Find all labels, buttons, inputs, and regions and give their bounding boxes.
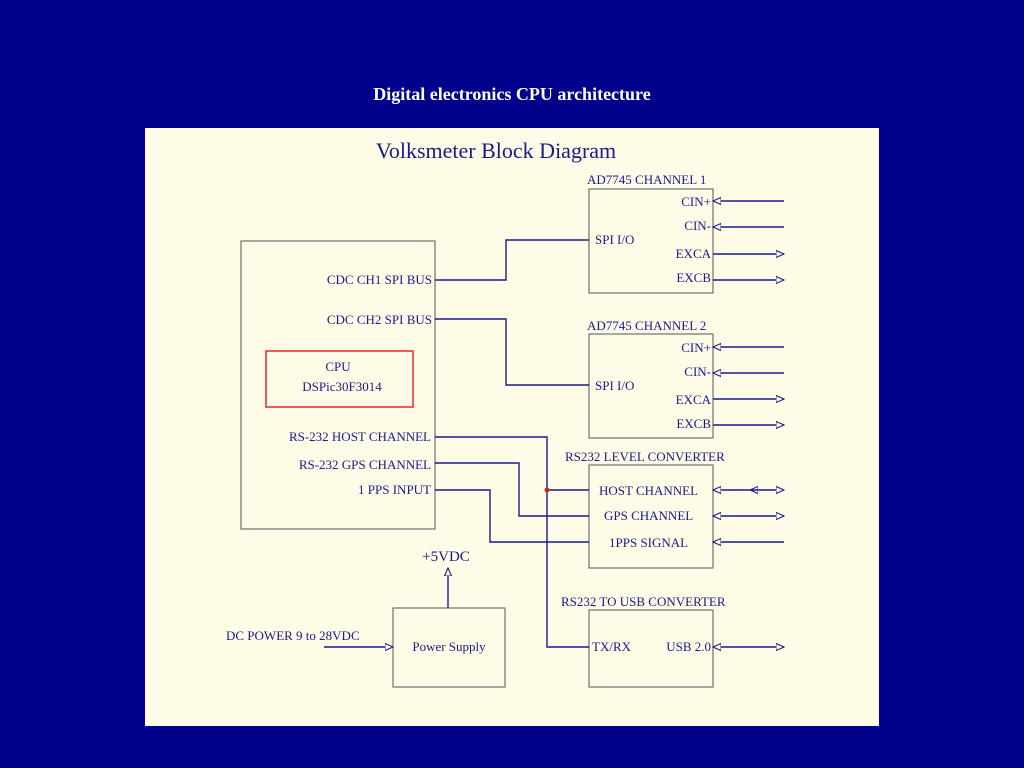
wire-pps (435, 489, 589, 543)
ch1-pin-cin-plus: CIN+ (681, 194, 711, 209)
vdc-label: +5VDC (422, 549, 470, 565)
ad7745-ch2-title: AD7745 CHANNEL 2 (587, 318, 706, 333)
ch1-pin-cin-minus: CIN- (684, 218, 711, 233)
ch2-pin-cin-minus: CIN- (684, 364, 711, 379)
ad7745-ch2-spi: SPI I/O (595, 378, 634, 393)
pps-input-label: 1 PPS INPUT (358, 482, 431, 497)
main-board (240, 240, 436, 530)
level-converter-title: RS232 LEVEL CONVERTER (565, 449, 725, 464)
usb-converter-title: RS232 TO USB CONVERTER (561, 594, 726, 609)
level-pps-label: 1PPS SIGNAL (609, 535, 688, 550)
dc-power-label: DC POWER 9 to 28VDC (226, 628, 360, 643)
ad7745-ch1-spi: SPI I/O (595, 232, 634, 247)
power-supply-label: Power Supply (412, 639, 486, 654)
usb-port-label: USB 2.0 (666, 639, 711, 654)
diagram-title: Volksmeter Block Diagram (376, 138, 616, 163)
wire-cdc-ch2 (435, 318, 589, 386)
level-gps-label: GPS CHANNEL (604, 508, 693, 523)
ad7745-ch1-title: AD7745 CHANNEL 1 (587, 172, 706, 187)
usb-txrx-label: TX/RX (592, 639, 632, 654)
ad7745-ch1-block (588, 188, 714, 294)
cpu-label: CPU (325, 359, 351, 374)
ch1-pin-exca: EXCA (676, 246, 712, 261)
ch2-pin-exca: EXCA (676, 392, 712, 407)
cdc-ch2-label: CDC CH2 SPI BUS (327, 312, 432, 327)
cpu-box (265, 350, 414, 408)
cdc-ch1-label: CDC CH1 SPI BUS (327, 272, 432, 287)
rs232-host-label: RS-232 HOST CHANNEL (289, 429, 431, 444)
wire-rs232-gps (435, 462, 589, 517)
ch1-pin-excb: EXCB (676, 270, 711, 285)
ch2-pin-cin-plus: CIN+ (681, 340, 711, 355)
level-host-label: HOST CHANNEL (599, 483, 698, 498)
cpu-model-label: DSPic30F3014 (302, 379, 382, 394)
slide-title: Digital electronics CPU architecture (373, 84, 651, 104)
rs232-gps-label: RS-232 GPS CHANNEL (299, 457, 431, 472)
ch2-pin-excb: EXCB (676, 416, 711, 431)
wire-junction-dot (544, 487, 550, 493)
ad7745-ch2-block (588, 333, 714, 439)
wire-cdc-ch1 (435, 239, 589, 281)
